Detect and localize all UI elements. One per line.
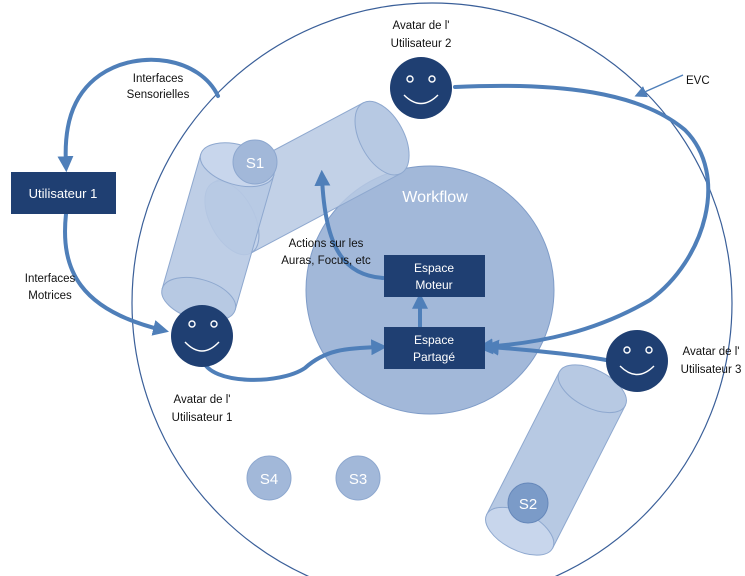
connector-avatar2-partage xyxy=(453,83,711,355)
espace-partage-box[interactable] xyxy=(384,327,485,369)
connector-interfaces-sensorielles xyxy=(57,57,220,173)
evc-pointer-arrow xyxy=(634,74,684,98)
label-avatar-user2-1: Avatar de l' xyxy=(393,20,450,32)
espace-partage-label-1: Espace xyxy=(414,333,454,347)
label-avatar-user1-1: Avatar de l' xyxy=(174,394,231,406)
label-interfaces-motrices-1: Interfaces xyxy=(25,273,76,285)
label-avatar-user2-2: Utilisateur 2 xyxy=(391,38,452,50)
avatar-user-3[interactable] xyxy=(606,330,668,392)
label-actions-2: Auras, Focus, etc xyxy=(281,255,371,267)
espace-partage-label-2: Partagé xyxy=(413,350,455,364)
label-avatar-user3-1: Avatar de l' xyxy=(683,346,740,358)
espace-moteur-label-2: Moteur xyxy=(415,278,452,292)
connector-moteur-s1 xyxy=(314,169,385,280)
s1-label: S1 xyxy=(246,155,264,172)
connector-avatar1-partage xyxy=(201,339,388,382)
s2-node[interactable] xyxy=(507,482,549,524)
avatar-user-2[interactable] xyxy=(390,57,452,119)
label-interfaces-motrices-2: Motrices xyxy=(28,290,72,302)
s2-label: S2 xyxy=(519,496,537,513)
s3-label: S3 xyxy=(349,471,367,488)
s4-node[interactable] xyxy=(246,455,292,501)
utilisateur-1-label: Utilisateur 1 xyxy=(29,186,98,201)
evc-boundary xyxy=(131,2,733,576)
workflow-label: Workflow xyxy=(402,189,468,206)
s1-node[interactable] xyxy=(232,139,278,185)
utilisateur-1-box[interactable] xyxy=(11,172,116,214)
connector-avatar3-partage xyxy=(482,339,608,362)
label-avatar-user3-2: Utilisateur 3 xyxy=(681,364,742,376)
espace-moteur-label-1: Espace xyxy=(414,261,454,275)
label-evc: EVC xyxy=(686,75,710,87)
connector-interfaces-motrices xyxy=(63,212,169,336)
s3-node[interactable] xyxy=(335,455,381,501)
label-interfaces-sensorielles-1: Interfaces xyxy=(133,73,184,85)
label-interfaces-sensorielles-2: Sensorielles xyxy=(127,89,190,101)
espace-moteur-box[interactable] xyxy=(384,255,485,297)
avatar-user-1[interactable] xyxy=(171,305,233,367)
s1-cylinder-lower xyxy=(161,142,275,322)
label-actions-1: Actions sur les xyxy=(289,238,364,250)
label-avatar-user1-2: Utilisateur 1 xyxy=(172,412,233,424)
s4-label: S4 xyxy=(260,471,278,488)
